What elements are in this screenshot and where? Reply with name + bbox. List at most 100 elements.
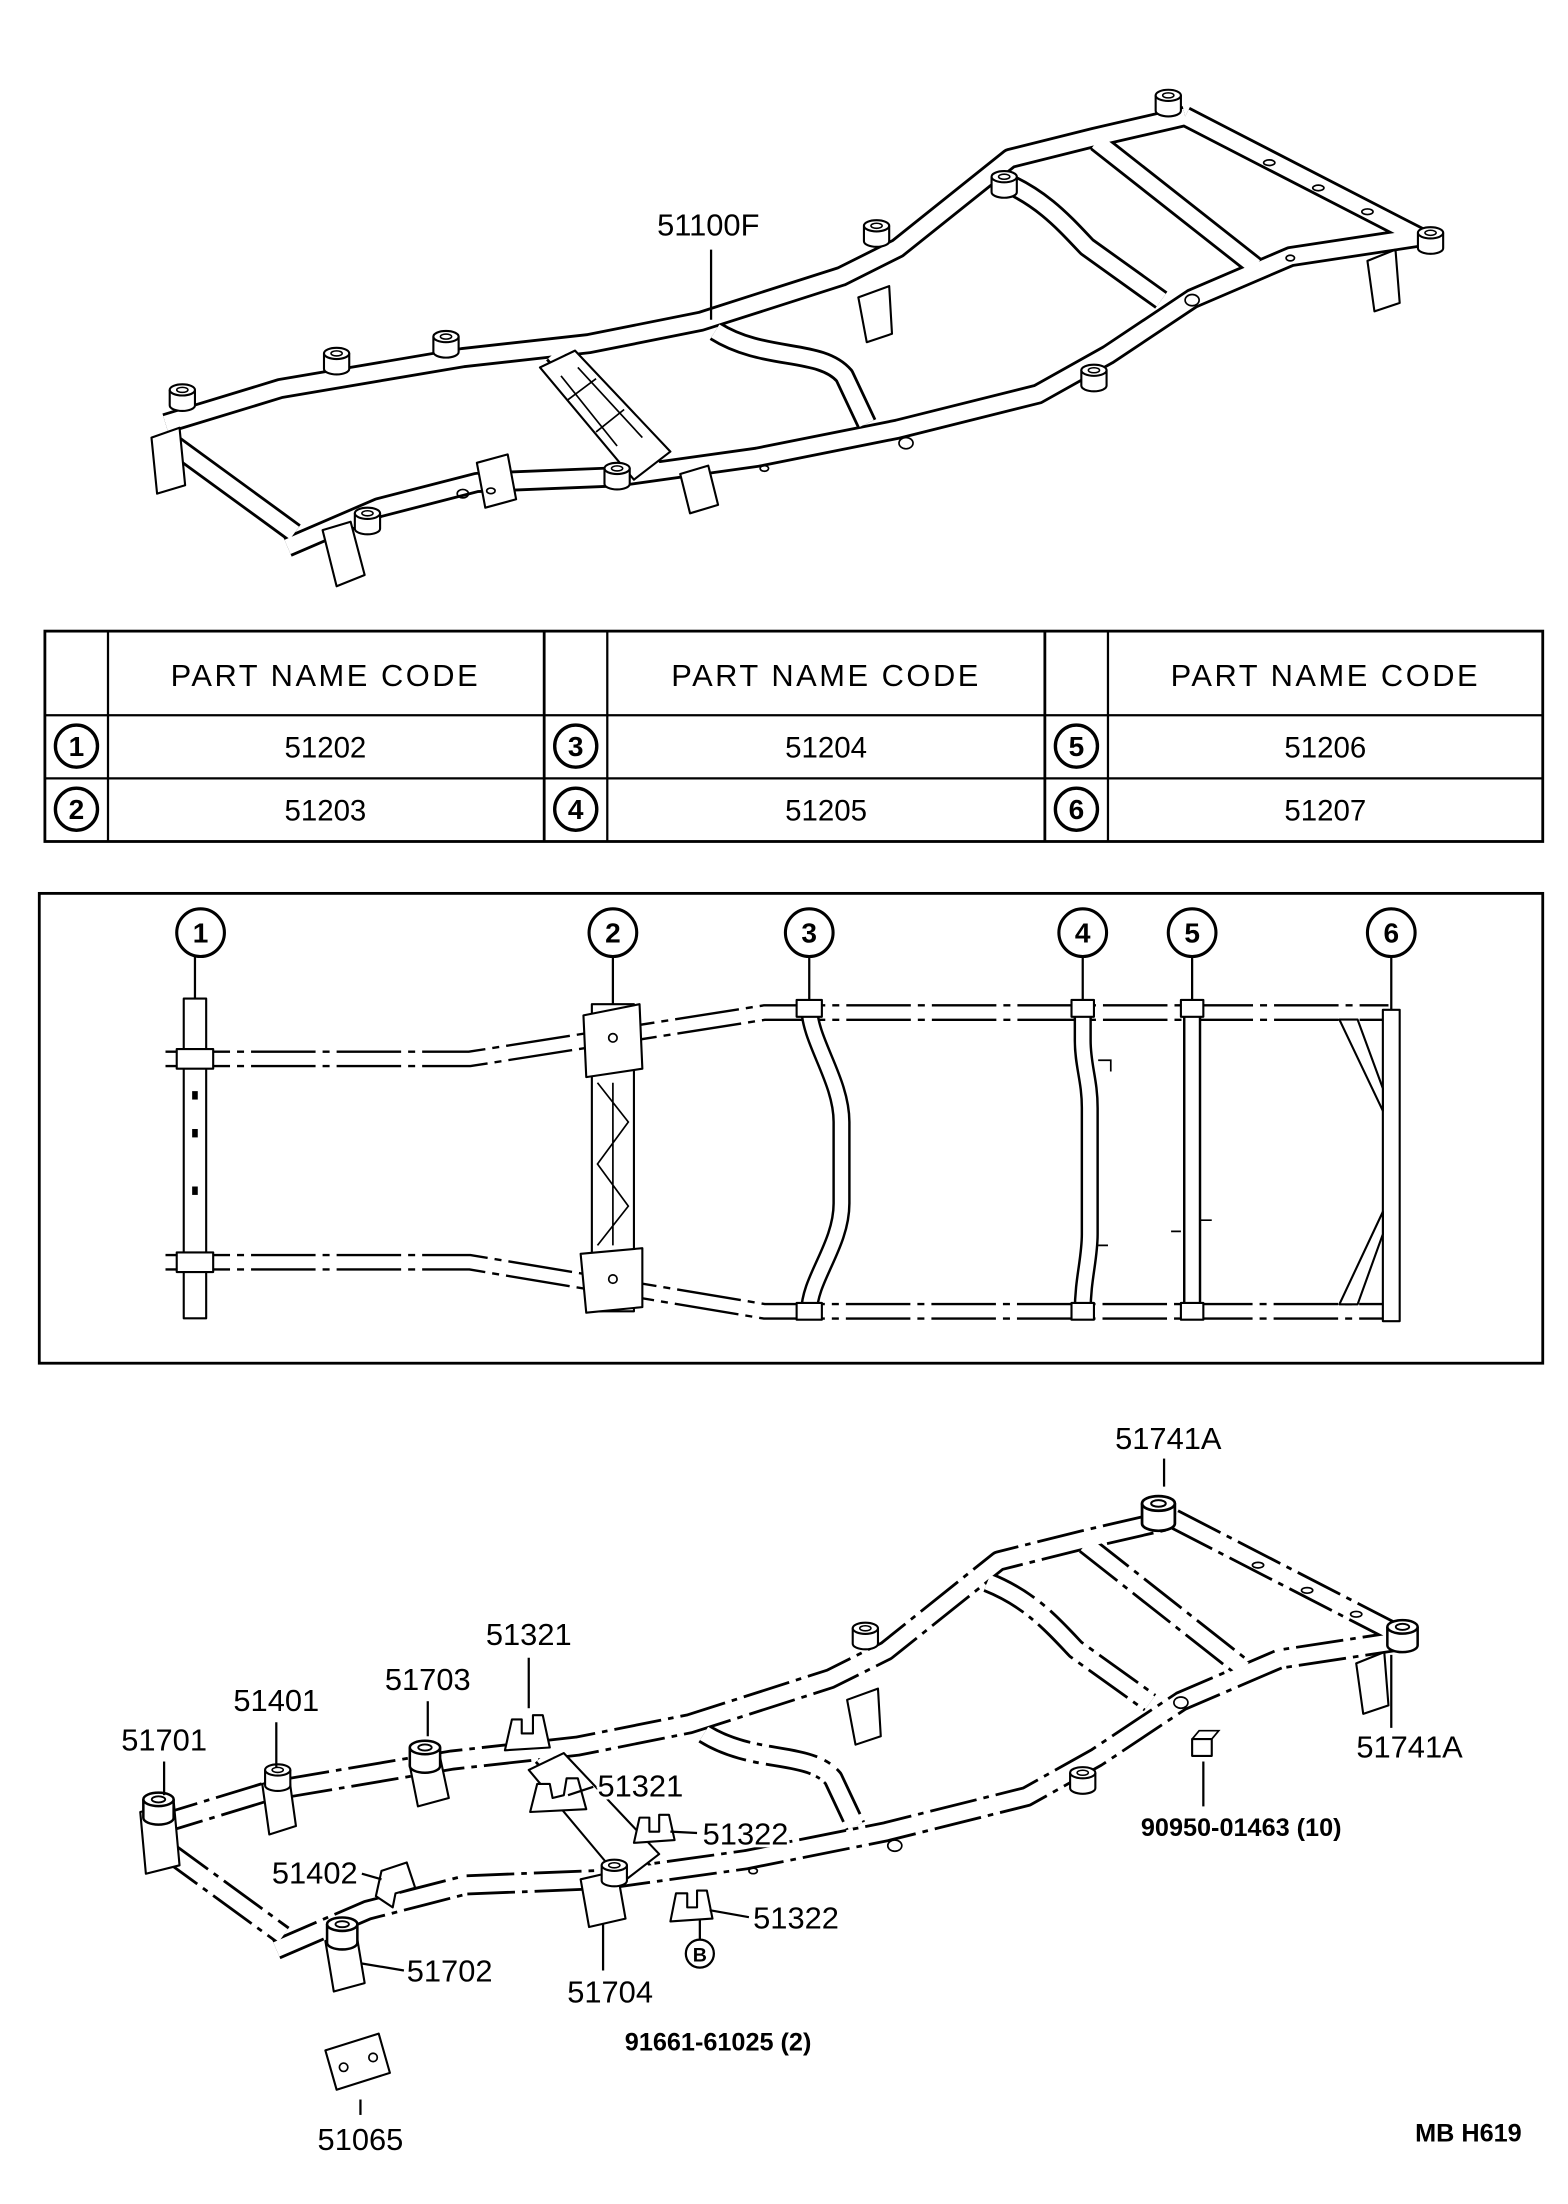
- marker-number: 1: [193, 917, 209, 948]
- rear-bracket: [1366, 248, 1401, 313]
- rail-holes: [748, 1561, 1363, 1875]
- part-code: 51205: [785, 794, 867, 827]
- spring-hanger: [475, 453, 518, 509]
- number-circle: [1053, 723, 1100, 769]
- marker-number: 4: [1075, 917, 1091, 948]
- front-lower-mount: [324, 1916, 366, 1993]
- table-row: 2 51203 4 51205 6 51207: [53, 786, 1366, 832]
- crossmember-5: [1171, 998, 1212, 1321]
- bracket-51322-lower: [669, 1889, 714, 1923]
- callout-label: 51322: [703, 1816, 789, 1851]
- table-row: 1 51202 3 51204 5 51206: [53, 723, 1366, 769]
- bracket-51321-mid: [529, 1777, 588, 1814]
- body-mount: [1080, 363, 1108, 393]
- fastener-marker: B: [693, 1944, 707, 1966]
- callout-label: 51702: [407, 1954, 493, 1989]
- body-mount: [1069, 1766, 1097, 1795]
- crossmember-markers: 1 2 3 4 5 6: [175, 907, 1417, 1010]
- number-circle: [553, 723, 599, 769]
- crossmember-bracket: [846, 1687, 882, 1746]
- crossmember-3: [795, 998, 851, 1321]
- callout-label: 51704: [567, 1975, 653, 2010]
- callout-label: 51321: [486, 1617, 572, 1652]
- k-member-plate: [538, 349, 672, 481]
- marker-circle: [175, 907, 226, 959]
- rear-bracket: [1355, 1651, 1390, 1715]
- diagram-code: MB H619: [1415, 2120, 1522, 2148]
- marker-circle: [783, 907, 835, 959]
- number-circle: [553, 786, 599, 832]
- callout-label: 51741A: [1115, 1421, 1222, 1456]
- table-border: [43, 629, 1545, 843]
- bracket-51704: [579, 1858, 628, 1929]
- crossmember-6: [1338, 1008, 1401, 1323]
- mounting-plate: [324, 2032, 391, 2091]
- body-mount: [432, 329, 460, 359]
- spring-hanger: [679, 464, 720, 515]
- crossmember-4: [1070, 998, 1112, 1321]
- crossmember-2: [579, 1003, 644, 1314]
- item-number: 1: [69, 731, 85, 762]
- table-grid: [44, 631, 1543, 842]
- body-mount: [862, 219, 891, 248]
- exploded-frame-drawing: 51741A 51741A 90950-01463 (10) 51321 517…: [118, 1418, 1466, 2160]
- part-code: 51204: [785, 731, 867, 764]
- frame-clip: [1191, 1729, 1221, 1757]
- rear-body-mount: [1140, 1494, 1177, 1533]
- item-number: 2: [69, 794, 85, 825]
- fastener-marker-circle: [684, 1938, 715, 1969]
- body-mount: [322, 346, 351, 376]
- rear-body-mount: [1386, 1618, 1419, 1654]
- callout-label: 51401: [233, 1683, 319, 1718]
- item-number: 4: [568, 794, 584, 825]
- body-mount: [990, 170, 1018, 199]
- frame-assembly-drawing: 51100F: [150, 88, 1445, 588]
- callout-label: 91661-61025 (2): [625, 2028, 812, 2056]
- body-mount: [353, 506, 382, 536]
- body-mount: [1416, 226, 1445, 255]
- front-upper-bracket: [261, 1763, 297, 1836]
- part-code: 51206: [1284, 731, 1366, 764]
- callout-label: 90950-01463 (10): [1141, 1814, 1342, 1842]
- item-number: 6: [1069, 794, 1085, 825]
- marker-circle: [1057, 907, 1109, 959]
- body-mount: [168, 383, 197, 412]
- table-header: PART NAME CODE: [171, 658, 481, 693]
- callout-label: 51741A: [1356, 1729, 1463, 1764]
- number-circle: [1053, 786, 1100, 832]
- marker-number: 2: [605, 917, 621, 948]
- part-code: 51203: [284, 794, 366, 827]
- side-rails: [165, 1004, 1389, 1320]
- marker-circle: [1166, 907, 1218, 959]
- parts-table: PART NAME CODE PART NAME CODE PART NAME …: [43, 629, 1545, 843]
- frame-part-number: 51100F: [657, 208, 759, 243]
- bracket-51321-upper: [503, 1714, 551, 1752]
- front-bracket: [139, 1791, 181, 1875]
- item-number: 5: [1069, 731, 1085, 762]
- k-member-ribs: [560, 366, 643, 447]
- part-code: 51202: [284, 731, 366, 764]
- callout-label: 51402: [272, 1856, 358, 1891]
- part-code: 51207: [1284, 794, 1366, 827]
- crossmember-bracket: [857, 285, 894, 344]
- frame-outline: [166, 116, 1420, 547]
- item-number: 3: [568, 731, 584, 762]
- number-circle: [53, 786, 100, 832]
- marker-circle: [1365, 907, 1417, 959]
- center-body-mount: [408, 1739, 450, 1808]
- body-mount: [851, 1621, 880, 1651]
- exploded-frame-rails: [154, 1519, 1408, 1950]
- callout-label: 51703: [385, 1662, 471, 1697]
- crossmember-1: [175, 997, 215, 1320]
- crossmember-layout-panel: 1 2 3 4 5 6: [37, 891, 1545, 1365]
- k-member-plate: [527, 1752, 661, 1884]
- callout-leaders: [162, 1458, 1393, 2115]
- layout-border: [37, 891, 1545, 1365]
- callout-label: 51321: [597, 1769, 683, 1804]
- bracket-51322-upper: [632, 1813, 676, 1844]
- body-mount: [1154, 88, 1182, 118]
- table-header: PART NAME CODE: [1171, 658, 1481, 693]
- marker-number: 6: [1383, 917, 1399, 948]
- callout-label: 51701: [121, 1722, 207, 1757]
